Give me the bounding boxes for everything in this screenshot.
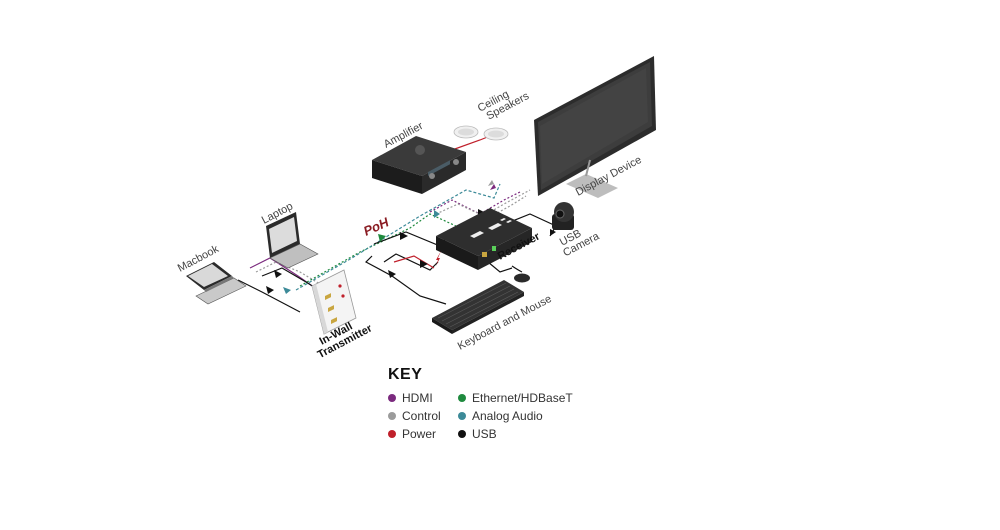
legend-item-label: Control [402,409,441,423]
legend-dot-icon [388,394,396,402]
label-poh: PoH [361,214,391,239]
legend-dot-icon [458,412,466,420]
cable-receiver-keyboard-usb [488,262,512,272]
cable-macbook-usb [238,280,300,312]
poh-lightning-icon [436,251,441,266]
legend-dot-icon [458,430,466,438]
legend-item-label: Analog Audio [472,409,543,423]
cable-mouse [512,266,522,272]
legend-item: HDMI [388,390,458,405]
legend-item-label: USB [472,427,497,441]
legend-dot-icon [458,394,466,402]
cable-receiver-usb-loop [374,232,446,246]
legend-dot-icon [388,430,396,438]
legend-item-label: Ethernet/HDBaseT [472,391,573,405]
legend-title: KEY [388,366,608,384]
legend-item: Power [388,426,458,441]
macbook-device [186,262,246,304]
cable-usb-left-loop [366,256,446,304]
label-ceiling-speakers: Ceiling Speakers [476,80,532,124]
legend-dot-icon [388,412,396,420]
legend-item: USB [458,426,588,441]
usb-camera-device [552,202,574,230]
legend-item: Ethernet/HDBaseT [458,390,588,405]
legend-item-label: Power [402,427,436,441]
receiver-device [436,208,532,270]
legend-item-label: HDMI [402,391,433,405]
ceiling-speakers-device [454,126,508,140]
legend: KEY HDMI Ethernet/HDBaseT Control Analog Au… [388,366,608,441]
legend-item: Control [388,408,458,423]
mouse-device [514,274,530,283]
legend-item: Analog Audio [458,408,588,423]
